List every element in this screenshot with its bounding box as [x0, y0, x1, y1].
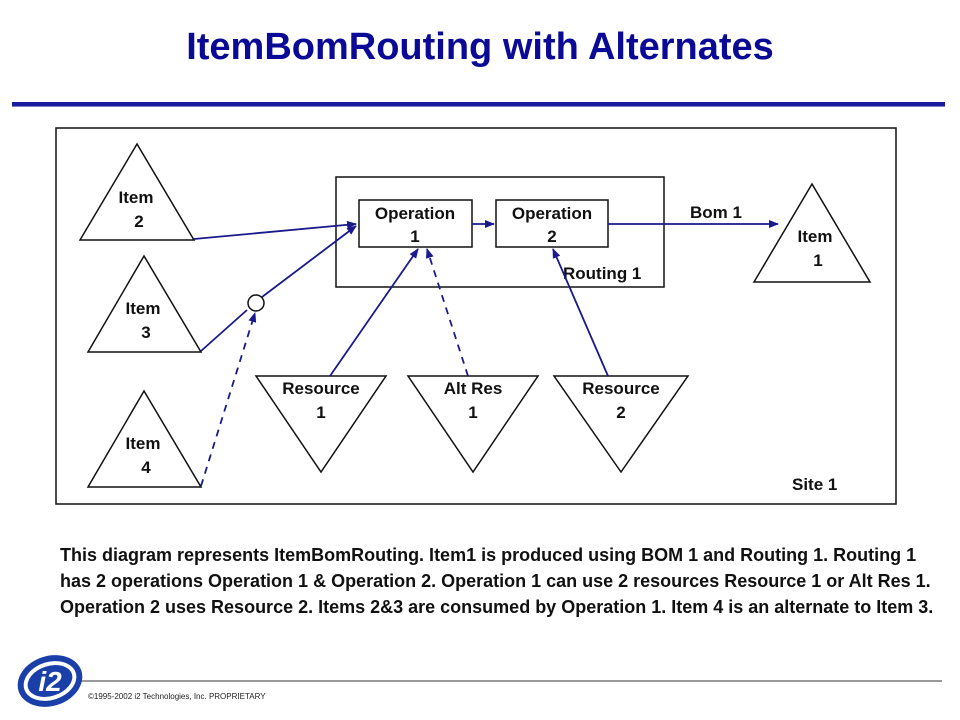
bom-label: Bom 1	[690, 203, 742, 222]
alternate-junction	[247, 294, 265, 312]
edge-altres1-to-operation1-dashed	[425, 248, 469, 377]
alt-res-1-label-line1: Alt Res	[444, 379, 503, 398]
resource-2-node: Resource 2	[552, 375, 690, 474]
operation-1-label-line2: 1	[410, 227, 419, 246]
slide-title: ItemBomRouting with Alternates	[186, 26, 774, 68]
resource-1-node: Resource 1	[254, 375, 388, 474]
diagram-caption: This diagram represents ItemBomRouting. …	[60, 545, 934, 617]
item-4-label-line2: 4	[141, 458, 151, 477]
resource-2-label-line2: 2	[616, 403, 625, 422]
resource-1-label-line2: 1	[316, 403, 325, 422]
item-1-label-line2: 1	[813, 251, 822, 270]
site-box	[55, 127, 897, 505]
i2-logo-icon: i2	[17, 655, 83, 707]
item-4-node: Item 4	[86, 389, 203, 488]
item-1-node: Item 1	[752, 182, 872, 283]
site-label: Site 1	[792, 475, 837, 494]
edge-item2-to-operation1	[193, 220, 357, 240]
item-2-label-line2: 2	[134, 212, 143, 231]
edge-item4-alternate-dashed	[200, 312, 257, 487]
item-2-label-line1: Item	[119, 188, 154, 207]
item-2-node: Item 2	[78, 142, 196, 241]
item-3-label-line2: 3	[141, 323, 150, 342]
routing-label: Routing 1	[563, 264, 641, 283]
operation-1-label-line1: Operation	[375, 204, 455, 223]
footer-divider	[80, 680, 942, 682]
resource-2-label-line1: Resource	[582, 379, 659, 398]
copyright-notice: ©1995-2002 i2 Technologies, Inc. PROPRIE…	[88, 692, 266, 701]
item-1-label-line1: Item	[798, 227, 833, 246]
item-4-label-line1: Item	[126, 434, 161, 453]
item-3-node: Item 3	[86, 254, 203, 353]
operation-1-node: Operation 1	[358, 199, 473, 248]
operation-2-node: Operation 2	[495, 199, 609, 248]
alt-res-1-label-line2: 1	[468, 403, 477, 422]
alt-res-1-node: Alt Res 1	[406, 375, 540, 474]
edge-junction-to-operation1	[261, 225, 357, 298]
resource-1-label-line1: Resource	[282, 379, 359, 398]
title-divider	[12, 102, 945, 107]
operation-2-label-line2: 2	[547, 227, 556, 246]
routing-box	[335, 176, 665, 288]
edge-resource2-to-operation2	[552, 248, 609, 377]
operation-2-label-line1: Operation	[512, 204, 592, 223]
edge-item3-to-junction	[200, 309, 248, 352]
item-3-label-line1: Item	[126, 299, 161, 318]
edge-resource1-to-operation1	[329, 248, 419, 377]
logo-text: i2	[38, 666, 62, 697]
